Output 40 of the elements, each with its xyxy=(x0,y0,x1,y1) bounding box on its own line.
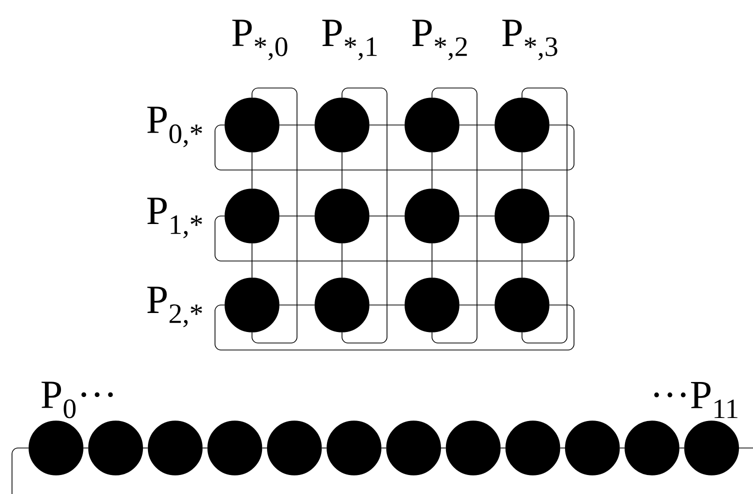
node-circle xyxy=(386,420,441,476)
node-circle xyxy=(494,278,550,332)
node-circle xyxy=(494,98,550,152)
node-circle xyxy=(404,188,460,244)
node-circle xyxy=(314,188,370,244)
node-circle xyxy=(404,98,460,152)
node-circle xyxy=(684,420,739,476)
node-circle xyxy=(314,278,370,332)
node-circle xyxy=(148,420,203,476)
node-circle xyxy=(494,188,550,244)
process-label: P$_{1,*}$ xyxy=(147,198,202,238)
node-circle xyxy=(314,98,370,152)
node-circle xyxy=(224,188,280,244)
node-circle xyxy=(446,420,501,476)
connector-line xyxy=(459,304,495,306)
node-circle xyxy=(207,420,262,476)
process-label: P$_{*,0}$ xyxy=(232,20,288,60)
node-circle xyxy=(88,420,143,476)
node-circle xyxy=(404,278,460,332)
node-circle xyxy=(224,278,280,332)
process-label: ···P$_{11}$ xyxy=(654,382,738,418)
connector-line xyxy=(369,304,405,306)
node-circle xyxy=(505,420,560,476)
connector-line xyxy=(369,124,405,126)
process-label: P$_{0,*}$ xyxy=(147,106,202,148)
node-circle xyxy=(28,420,84,476)
node-circle xyxy=(224,98,280,152)
process-label: P$_{*,3}$ xyxy=(502,20,558,60)
connector-line xyxy=(12,448,753,494)
node-circle xyxy=(326,420,382,476)
process-label: P$_{*,2}$ xyxy=(412,20,467,60)
process-label: P$_{2,*}$ xyxy=(147,286,202,328)
connector-line xyxy=(459,124,495,126)
node-circle xyxy=(267,420,322,476)
connector-line xyxy=(279,304,315,306)
connector-line xyxy=(279,124,315,126)
node-circle xyxy=(624,420,680,476)
node-circle xyxy=(565,420,620,476)
process-label: P$_{*,1}$ xyxy=(322,20,377,60)
process-label: P$_{0}$··· xyxy=(42,382,113,418)
